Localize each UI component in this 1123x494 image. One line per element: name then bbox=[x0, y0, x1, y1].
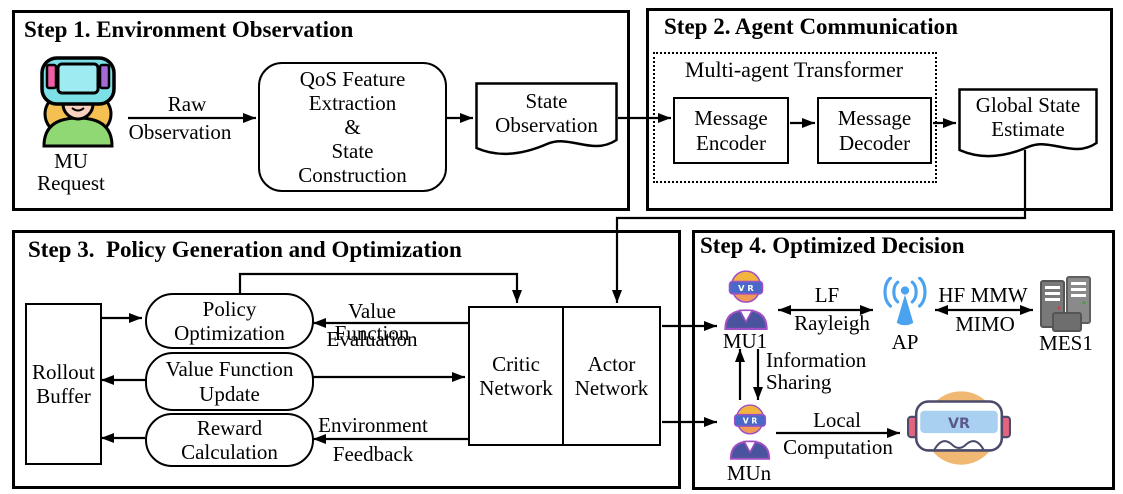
value-function-evaluation-label-top: Value Function bbox=[334, 299, 410, 346]
global-state-estimate-document: Global State Estimate bbox=[958, 88, 1098, 162]
value-function-update-box: Value Function Update bbox=[145, 352, 314, 411]
environment-feedback-label-top: Environment bbox=[318, 413, 428, 437]
actor-network-box: Actor Network bbox=[562, 306, 661, 446]
step3-policy-generation-panel bbox=[12, 230, 681, 489]
mu1-label: MU1 bbox=[722, 329, 768, 353]
multi-agent-transformer-box bbox=[653, 52, 937, 183]
policy-optimization-box: Policy Optimization bbox=[145, 293, 314, 349]
step4-title: Step 4. Optimized Decision bbox=[700, 233, 965, 258]
message-decoder-box: Message Decoder bbox=[817, 97, 932, 164]
ap-label: AP bbox=[891, 330, 919, 354]
vr-headset-icon: VR bbox=[906, 386, 1012, 473]
value-function-evaluation-label-bottom: Evaluation bbox=[326, 327, 418, 351]
reward-calculation-box: Reward Calculation bbox=[145, 413, 314, 467]
vr-woman-icon bbox=[28, 52, 128, 153]
svg-text:V R: V R bbox=[738, 283, 754, 293]
step2-title: Step 2. Agent Communication bbox=[664, 14, 958, 39]
critic-network-box: Critic Network bbox=[468, 306, 564, 446]
step2-agent-communication-panel bbox=[646, 8, 1113, 211]
mu-request-label: MU Request bbox=[37, 149, 105, 196]
mes1-label: MES1 bbox=[1039, 331, 1093, 355]
information-sharing-label: Information Sharing bbox=[766, 348, 867, 395]
lf-label: LF bbox=[814, 283, 840, 307]
rollout-buffer-box: Rollout Buffer bbox=[25, 303, 102, 465]
raw-observation-label-bottom: Observation bbox=[128, 120, 232, 144]
step4-optimized-decision-panel bbox=[692, 230, 1115, 490]
mun-label: MUn bbox=[726, 461, 772, 485]
svg-text:V R: V R bbox=[743, 416, 758, 425]
access-point-icon bbox=[879, 276, 931, 336]
rayleigh-label: Rayleigh bbox=[794, 311, 870, 335]
step1-title: Step 1. Environment Observation bbox=[24, 17, 354, 42]
step3-title: Step 3. Policy Generation and Optimizati… bbox=[28, 237, 462, 262]
state-observation-document: State Observation bbox=[475, 82, 618, 160]
mimo-label: MIMO bbox=[955, 312, 1015, 336]
raw-observation-label-top: Raw bbox=[167, 92, 207, 116]
environment-feedback-label-bottom: Feedback bbox=[332, 442, 414, 466]
qos-feature-extraction-box: QoS Feature Extraction & State Construct… bbox=[258, 62, 447, 192]
computation-label: Computation bbox=[783, 435, 893, 459]
local-label: Local bbox=[813, 408, 861, 432]
svg-text:VR: VR bbox=[948, 416, 970, 432]
message-encoder-box: Message Encoder bbox=[673, 97, 789, 164]
hf-mmw-label: HF MMW bbox=[938, 283, 1028, 307]
vr-user-icon-mun: V R bbox=[726, 398, 774, 467]
multi-agent-transformer-label: Multi-agent Transformer bbox=[684, 57, 904, 82]
edge-server-icon bbox=[1037, 275, 1093, 338]
step1-environment-observation-panel bbox=[12, 10, 630, 211]
vr-user-icon-mu1: V R bbox=[720, 266, 772, 335]
